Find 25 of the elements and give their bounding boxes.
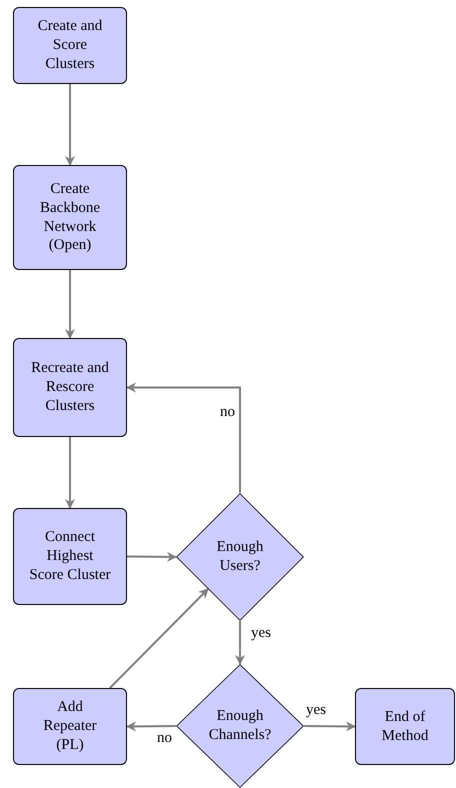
node-label: Enough Channels? [208, 707, 272, 745]
process-box [13, 508, 127, 605]
node-label: Connect Highest Score Cluster [29, 528, 111, 585]
arrow [304, 721, 356, 732]
arrow [65, 437, 75, 509]
decision-diamond [176, 664, 304, 788]
process-box [13, 7, 127, 84]
decision-diamond [176, 493, 304, 621]
process-box [13, 165, 127, 270]
process-box [13, 688, 127, 765]
arrow [126, 382, 241, 493]
node-label: Recreate and Rescore Clusters [30, 359, 110, 416]
arrow [235, 621, 245, 665]
node-label: End of Method [380, 708, 430, 746]
arrow [126, 552, 177, 562]
arrow [65, 84, 75, 166]
arrow [126, 721, 176, 732]
process-box [355, 688, 455, 765]
process-box [13, 338, 127, 437]
node-label: Create Backbone Network (Open) [39, 180, 101, 255]
arrow [65, 270, 75, 339]
node-label: Enough Users? [216, 538, 264, 576]
node-label: Create and Score Clusters [36, 17, 104, 74]
node-label: Add Repeater (PL) [42, 698, 98, 755]
arrow [109, 588, 209, 689]
